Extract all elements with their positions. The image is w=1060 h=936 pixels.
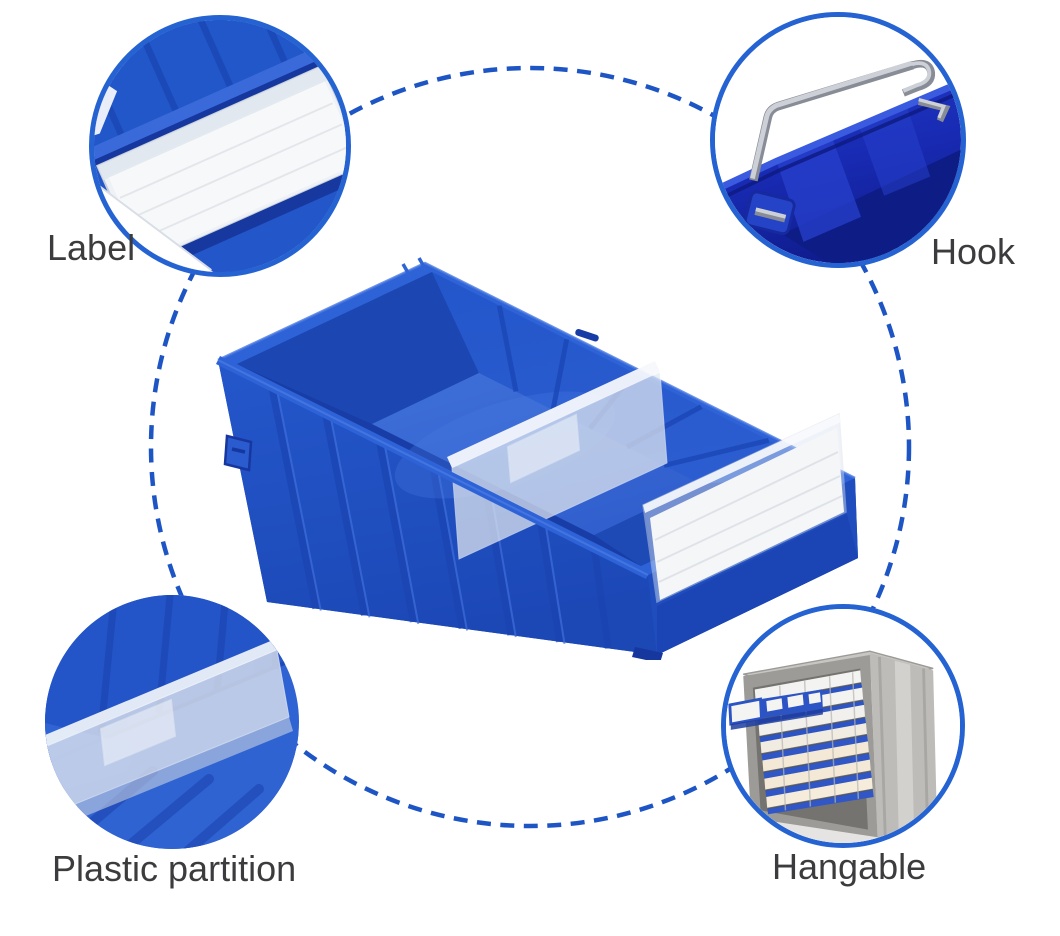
drawer-cabinet bbox=[728, 650, 937, 840]
feature-circle-hook bbox=[710, 12, 966, 268]
storage-bin-illustration bbox=[215, 257, 858, 660]
partition-panel bbox=[447, 361, 668, 560]
metal-hook-wire bbox=[749, 59, 951, 182]
bin-label-holder bbox=[642, 412, 847, 604]
pulled-out-drawer bbox=[728, 689, 823, 730]
back-corner-tabs bbox=[401, 257, 429, 279]
caption-plastic-partition: Plastic partition bbox=[52, 848, 297, 889]
bin-side-clip bbox=[223, 434, 253, 472]
metal-clip bbox=[743, 190, 796, 236]
hook-closeup-photo bbox=[715, 17, 961, 263]
caption-hangable: Hangable bbox=[772, 846, 927, 887]
clear-partition-panel bbox=[45, 640, 293, 827]
bin-foot bbox=[632, 647, 663, 660]
caption-label: Label bbox=[47, 227, 136, 268]
caption-hook: Hook bbox=[931, 231, 1016, 272]
